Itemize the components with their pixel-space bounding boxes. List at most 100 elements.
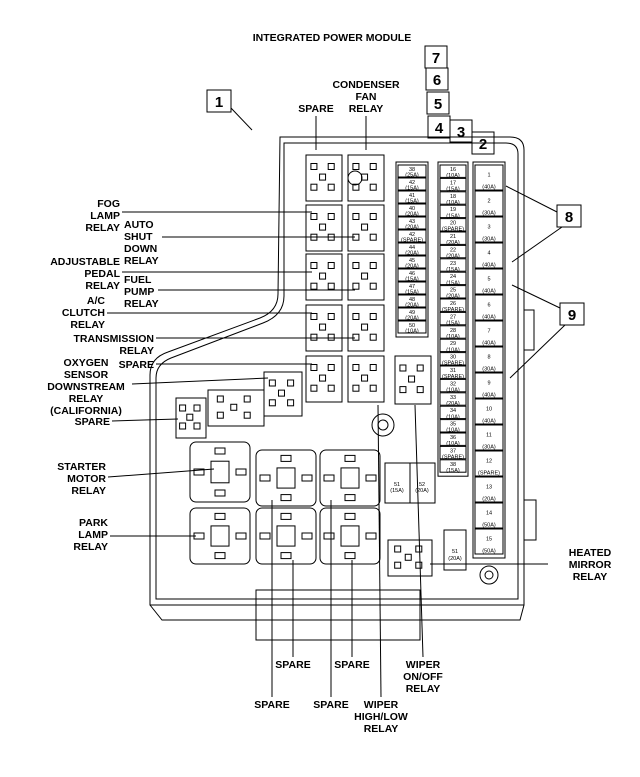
large-relay	[319, 507, 381, 565]
fuse-rating: (15A)	[446, 213, 460, 219]
mini-relay	[394, 355, 432, 405]
fuse-rating: (20A)	[448, 556, 462, 562]
fuse-number: 8	[487, 355, 490, 361]
fuse-slot: 38(25A)	[397, 164, 427, 179]
fuse-rating: (SPARE)	[442, 307, 464, 313]
svg-text:RELAY: RELAY	[70, 319, 105, 331]
fuse-slot: 11(30A)	[474, 424, 504, 451]
label-park-lamp-relay: PARK LAMP RELAY	[73, 517, 196, 553]
svg-text:SENSOR: SENSOR	[64, 369, 109, 381]
fuse-slot: 12(SPARE)	[474, 450, 504, 477]
label-spare-bottom-3: SPARE	[254, 500, 290, 711]
fuse-slot: 5(40A)	[474, 268, 504, 295]
svg-text:RELAY: RELAY	[124, 298, 159, 310]
svg-text:OXYGEN: OXYGEN	[64, 357, 109, 369]
svg-text:DOWNSTREAM: DOWNSTREAM	[47, 381, 125, 393]
fuse-slot: 22(20A)	[439, 244, 467, 259]
fuse-number: 35	[450, 422, 456, 428]
label-fuel-pump-relay: FUEL PUMP RELAY	[124, 274, 355, 310]
svg-text:FAN: FAN	[356, 91, 377, 103]
fuse-rating: (30A)	[482, 236, 496, 242]
mini-relay	[347, 253, 385, 301]
svg-text:HIGH/LOW: HIGH/LOW	[354, 711, 408, 723]
svg-text:SPARE: SPARE	[75, 416, 110, 428]
fuse-slot: 44(20A)	[397, 242, 427, 257]
fuse-number: 40	[409, 206, 415, 212]
fuse-number: 18	[450, 194, 456, 200]
mini-relay	[207, 389, 265, 427]
fuse-number: 38	[409, 167, 415, 173]
svg-text:PARK: PARK	[79, 517, 108, 529]
mounting-bolt	[347, 170, 363, 186]
fuse-slot: 19(15A)	[439, 204, 467, 219]
fuse-slot: 4(40A)	[474, 242, 504, 269]
fuse-rating: (20A)	[405, 264, 419, 270]
svg-text:CONDENSER: CONDENSER	[332, 79, 400, 91]
fuse-number: 24	[450, 274, 456, 280]
fuse-number: 27	[450, 314, 456, 320]
callout-1: 1	[206, 89, 253, 131]
fuse-rating: (20A)	[446, 294, 460, 300]
svg-text:SPARE: SPARE	[119, 359, 154, 371]
fuse-number: 20	[450, 221, 456, 227]
fuse-slot: 30(SPARE)	[439, 352, 467, 367]
fuse-slot: 35(10A)	[439, 419, 467, 434]
fuse-rating: (20A)	[446, 240, 460, 246]
fuse-slot: 45(20A)	[397, 255, 427, 270]
fuse-rating: (10A)	[446, 441, 460, 447]
fuse-slot: 3(30A)	[474, 216, 504, 243]
large-relay	[189, 441, 251, 503]
fuse-rating: (20A)	[446, 253, 460, 259]
svg-text:FUEL: FUEL	[124, 274, 152, 286]
fuse-number: 10	[486, 407, 492, 413]
mini-relay	[347, 154, 385, 202]
fuse-rating: (20A)	[482, 496, 496, 502]
fuse-slot: 7(40A)	[474, 320, 504, 347]
fuse-number: 45	[409, 258, 415, 264]
fuse-number: 23	[450, 261, 456, 267]
fuse-slot: 1(40A)	[474, 164, 504, 191]
fuse-slot: 47(15A)	[397, 281, 427, 296]
fuse-rating: (SPARE)	[442, 454, 464, 460]
fuse-rating: (10A)	[446, 334, 460, 340]
fuse-slot: 2(30A)	[474, 190, 504, 217]
fuse-number: 16	[450, 167, 456, 173]
fuse-number: 5	[487, 277, 490, 283]
svg-text:RELAY: RELAY	[573, 571, 608, 583]
fuse-rating: (20A)	[405, 303, 419, 309]
fuse-slot: 10(40A)	[474, 398, 504, 425]
fuse-rating: (10A)	[446, 387, 460, 393]
svg-text:8: 8	[565, 209, 573, 226]
svg-text:PUMP: PUMP	[124, 286, 154, 298]
label-wiper-high-low-relay: WIPER HIGH/LOW RELAY	[354, 404, 408, 735]
fuse-rating: (15A)	[390, 488, 404, 494]
fuse-number: 36	[450, 435, 456, 441]
mini-relay	[305, 304, 343, 352]
label-wiper-on-off-relay: WIPER ON/OFF RELAY	[403, 404, 443, 695]
fuse-number: 7	[487, 329, 490, 335]
heated-mirror-fuse	[443, 529, 467, 571]
fuse-rating: (40A)	[482, 262, 496, 268]
label-spare-top: SPARE	[298, 103, 334, 150]
fuse-number: 43	[409, 219, 415, 225]
label-spare-bottom-4: SPARE	[313, 500, 349, 711]
svg-text:WIPER: WIPER	[406, 659, 441, 671]
fuse-rating: (15A)	[405, 199, 419, 205]
svg-text:(CALIFORNIA): (CALIFORNIA)	[50, 405, 122, 417]
fuse-slot: 27(15A)	[439, 311, 467, 326]
fuse-rating: (15A)	[446, 267, 460, 273]
callout-7: 7	[424, 45, 448, 69]
svg-text:RELAY: RELAY	[406, 683, 441, 695]
relay-group	[175, 154, 433, 577]
fuse-slot: 42(SPARE)	[397, 229, 427, 244]
svg-text:SPARE: SPARE	[254, 699, 289, 711]
large-relay-group	[189, 441, 381, 565]
svg-text:LAMP: LAMP	[90, 210, 120, 222]
fuse-slot: 13 (20A)	[474, 476, 504, 503]
fuse-slot: 29(10A)	[439, 338, 467, 353]
fuse-number: 13	[486, 485, 492, 491]
fuse-slot: 36(10A)	[439, 432, 467, 447]
fuse-rating: (40A)	[482, 184, 496, 190]
fuse-rating: (10A)	[446, 173, 460, 179]
fuse-rating: (30A)	[482, 444, 496, 450]
